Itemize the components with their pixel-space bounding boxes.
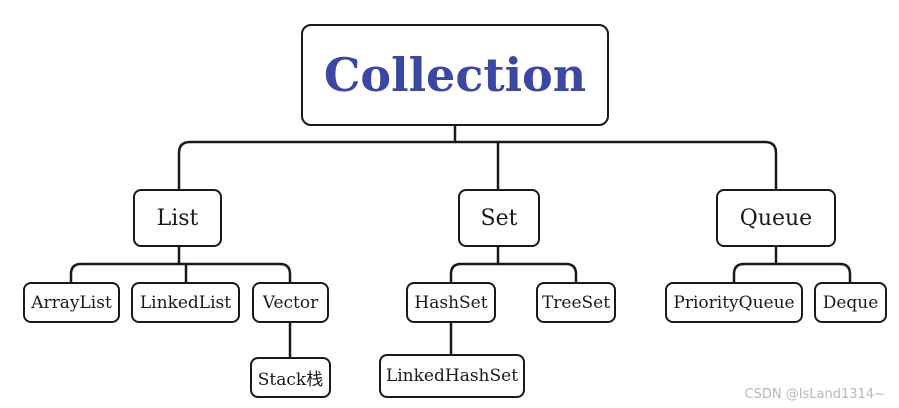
arraylist-label: ArrayList [31,292,112,313]
deque-node: Deque [814,282,887,323]
linkedlist-node: LinkedList [131,282,240,323]
queue-node: Queue [716,189,836,247]
set-node: Set [458,189,540,247]
vector-label: Vector [262,292,319,313]
hashset-label: HashSet [414,292,488,313]
collection-label: Collection [323,48,587,102]
treeset-label: TreeSet [541,292,611,313]
treeset-node: TreeSet [536,282,616,323]
priorityqueue-node: PriorityQueue [665,282,803,323]
set-label: Set [480,205,518,231]
stack-node: Stack栈 [250,357,331,398]
watermark-text: CSDN @IsLand1314~ [744,387,885,402]
collection-node: Collection [301,24,609,126]
hashset-node: HashSet [406,282,496,323]
priorityqueue-label: PriorityQueue [673,292,795,313]
vector-node: Vector [252,282,329,323]
linkedhashset-node: LinkedHashSet [379,354,525,398]
queue-label: Queue [739,205,813,231]
list-node: List [133,189,222,247]
stack-label: Stack栈 [257,370,324,390]
linkedlist-label: LinkedList [139,292,232,313]
list-label: List [156,205,199,231]
deque-label: Deque [822,292,879,313]
arraylist-node: ArrayList [23,282,120,323]
linkedhashset-label: LinkedHashSet [385,366,519,386]
